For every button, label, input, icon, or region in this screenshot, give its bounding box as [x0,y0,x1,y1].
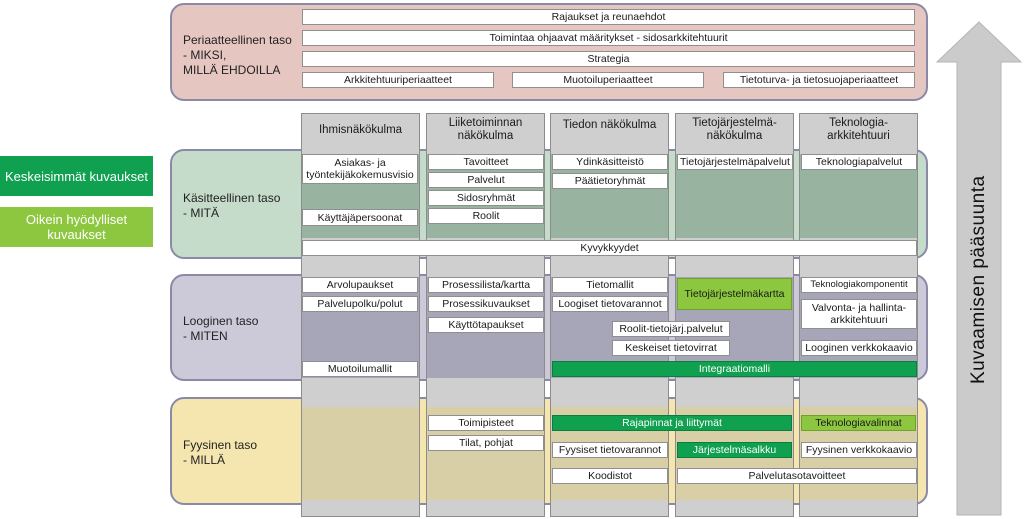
conceptual-goals: Tavoitteet [428,154,544,170]
physical-premises: Tilat, pohjat [428,435,544,451]
principles-guiding-definitions: Toimintaa ohjaavat määritykset - sidosar… [302,30,915,46]
principles-design: Muotoiluperiaatteet [512,72,704,88]
principles-security: Tietoturva- ja tietosuojaperiaatteet [723,72,915,88]
logical-monitoring-architecture: Valvonta- ja hallinta- arkkitehtuuri [801,299,917,329]
conceptual-personas: Käyttäjäpersoonat [302,209,418,226]
band-label-conceptual: Käsitteellinen taso - MITÄ [183,191,281,220]
logical-service-paths: Palvelupolku/polut [302,296,418,312]
principles-constraints: Rajaukset ja reunaehdot [302,9,915,25]
conceptual-services: Palvelut [428,172,544,188]
conceptual-core-concepts: Ydinkäsitteistö [552,154,668,170]
logical-use-cases: Käyttötapaukset [428,317,544,333]
logical-process-map: Prosessilista/kartta [428,277,544,293]
physical-locations: Toimipisteet [428,415,544,431]
logical-key-data-flows: Keskeiset tietovirrat [612,340,730,356]
conceptual-vision: Asiakas- ja työntekijäkokemusvisio [302,154,418,184]
conceptual-info-groups: Päätietoryhmät [552,173,668,189]
logical-process-descriptions: Prosessikuvaukset [428,296,544,312]
direction-arrow-label: Kuvaamisen pääsuunta [968,175,989,385]
column-header-info: Tiedon näkökulma [551,114,668,136]
logical-data-models: Tietomallit [552,277,668,293]
conceptual-stakeholders: Sidosryhmät [428,190,544,206]
legend-primary: Keskeisimmät kuvaukset [0,156,153,196]
principles-strategy: Strategia [302,51,915,67]
conceptual-system-services: Tietojärjestelmäpalvelut [677,154,793,170]
logical-design-models: Muotoilumallit [302,361,418,377]
logical-network-diagram: Looginen verkkokaavio [801,340,917,356]
logical-role-system-services: Roolit-tietojärj.palvelut [612,321,730,337]
physical-tech-choices: Teknologiavalinnat [801,415,916,431]
physical-system-portfolio: Järjestelmäsalkku [677,442,792,458]
conceptual-tech-services: Teknologiapalvelut [801,154,917,170]
physical-interfaces: Rajapinnat ja liittymät [552,415,792,431]
physical-code-sets: Koodistot [552,468,668,484]
column-header-human: Ihmisnäkökulma [302,114,419,146]
physical-service-levels: Palvelutasotavoitteet [677,468,917,484]
physical-fill-human [302,407,419,500]
logical-value-propositions: Arvolupaukset [302,277,418,293]
principles-architecture: Arkkitehtuuriperiaatteet [302,72,494,88]
band-label-principles: Periaatteellinen taso - MIKSI, MILLÄ EHD… [183,33,292,77]
column-header-tech: Teknologia- arkkitehtuuri [800,114,917,146]
logical-system-map: Tietojärjestelmäkartta [677,278,792,310]
conceptual-capabilities: Kyvykkyydet [302,240,917,256]
logical-data-stores: Loogiset tietovarannot [552,296,668,312]
logical-integration-model: Integraatiomalli [552,361,917,377]
column-header-system: Tietojärjestelmä- näkökulma [676,114,793,146]
legend-secondary: Oikein hyödylliset kuvaukset [0,207,153,247]
column-header-business: Liiketoiminnan näkökulma [427,114,544,146]
logical-tech-components: Teknologiakomponentit [801,277,917,293]
physical-network-diagram: Fyysinen verkkokaavio [801,442,917,458]
physical-data-stores: Fyysiset tietovarannot [552,442,668,458]
band-label-logical: Looginen taso - MITEN [183,314,259,343]
direction-arrow [935,21,1023,516]
band-label-physical: Fyysinen taso - MILLÄ [183,438,258,467]
conceptual-roles: Roolit [428,208,544,224]
